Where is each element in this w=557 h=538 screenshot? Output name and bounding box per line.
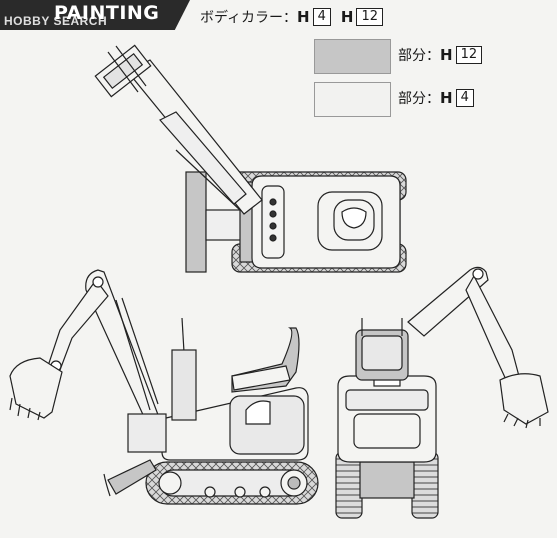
part-swatch-light xyxy=(314,82,391,117)
section-title: PAINTING xyxy=(54,2,160,24)
top-view-boom xyxy=(94,44,263,215)
top-view-drawing xyxy=(94,44,407,273)
part-code-dark-number: 12 xyxy=(455,46,483,64)
section-header-bar xyxy=(0,0,190,30)
part-code-dark-letter: H xyxy=(440,46,453,64)
part-label-dark: 部分： xyxy=(398,48,440,64)
side-view-blade xyxy=(107,459,157,495)
side-view-boom xyxy=(85,269,161,432)
part-swatch-dark xyxy=(314,39,391,74)
top-view-blade xyxy=(185,171,207,273)
part-label-light: 部分： xyxy=(398,91,440,107)
body-color-code-1-letter: H xyxy=(297,8,310,26)
rear-view-bucket xyxy=(499,373,549,425)
body-color-code-2-number: 12 xyxy=(356,8,383,26)
side-view-arm xyxy=(47,278,109,371)
rear-view-boom xyxy=(407,266,489,337)
rear-view-drawing xyxy=(335,266,549,519)
part-code-light-number: 4 xyxy=(455,89,474,107)
body-color-code-2-letter: H xyxy=(340,8,354,26)
rear-view-arm xyxy=(465,274,521,385)
body-color-label: ボディカラー： xyxy=(200,10,298,26)
part-legend-dark: 部分： H 12 xyxy=(398,45,492,65)
side-view-drawing xyxy=(9,269,319,505)
body-color-code-1-number: 4 xyxy=(312,8,331,26)
body-color-spec: ボディカラー： H 4 H 12 xyxy=(200,6,393,28)
part-legend-light: 部分： H 4 xyxy=(398,88,484,108)
part-code-light-letter: H xyxy=(440,89,453,107)
side-view-bucket xyxy=(9,357,63,419)
watermark-logo: HOBBY SEARCH xyxy=(4,14,108,28)
